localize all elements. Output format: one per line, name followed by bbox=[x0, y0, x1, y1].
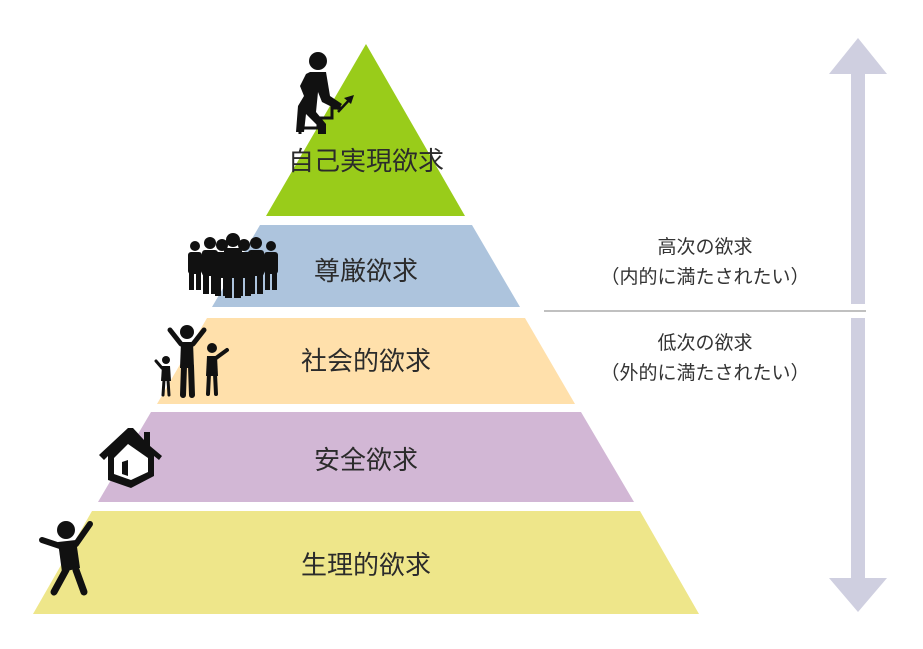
group-of-people-icon bbox=[188, 233, 278, 298]
level-label-safety: 安全欲求 bbox=[313, 446, 418, 476]
level-safety-band bbox=[98, 412, 634, 502]
higher-needs-title: 高次の欲求 bbox=[657, 236, 753, 258]
person-climbing-stairs-icon bbox=[296, 52, 354, 134]
arrow-up-head bbox=[829, 38, 887, 74]
level-self-actualization-band bbox=[266, 44, 465, 216]
level-social-band bbox=[157, 318, 575, 404]
higher-needs-subtitle: （内的に満たされたい） bbox=[600, 266, 810, 288]
level-label-social: 社会的欲求 bbox=[300, 347, 431, 377]
level-esteem-band bbox=[212, 225, 520, 307]
house-icon bbox=[99, 428, 162, 488]
lower-needs-subtitle: （外的に満たされたい） bbox=[600, 362, 810, 384]
arrow-up-shaft bbox=[851, 72, 865, 304]
family-icon bbox=[154, 325, 229, 398]
level-label-self-actualization: 自己実現欲求 bbox=[287, 147, 444, 177]
arrow-down-head bbox=[829, 578, 887, 612]
arrow-down-shaft bbox=[851, 318, 865, 580]
lower-needs-label: 低次の欲求 （外的に満たされたい） bbox=[575, 328, 835, 388]
level-physiological-band bbox=[33, 511, 699, 614]
level-direction-arrow bbox=[829, 38, 887, 612]
jumping-person-icon bbox=[39, 521, 93, 596]
higher-needs-label: 高次の欲求 （内的に満たされたい） bbox=[575, 232, 835, 292]
level-label-esteem: 尊厳欲求 bbox=[313, 257, 418, 287]
lower-needs-title: 低次の欲求 bbox=[657, 332, 753, 354]
level-label-physiological: 生理的欲求 bbox=[300, 551, 431, 581]
